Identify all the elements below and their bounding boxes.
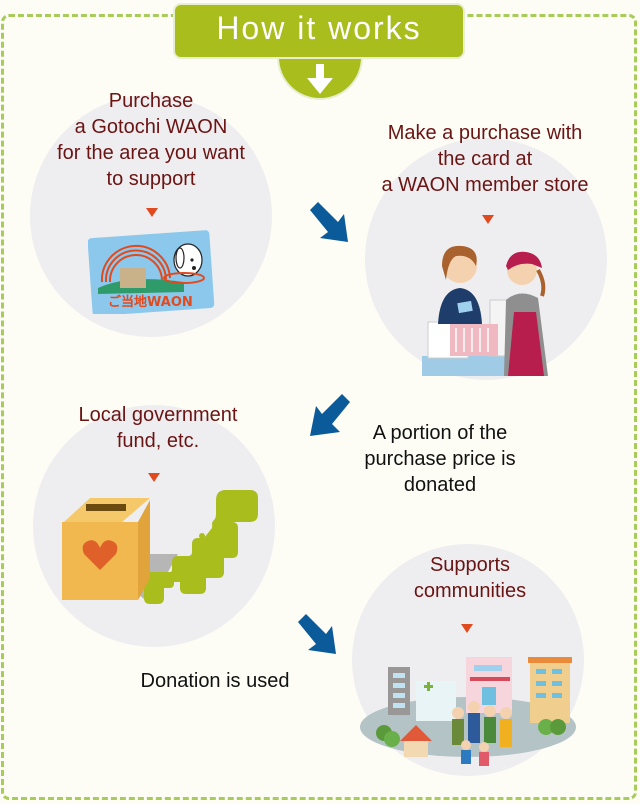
donation-note-line: purchase price is <box>364 448 516 470</box>
step-3-marker-icon <box>148 473 160 482</box>
arrow-down-right-icon <box>310 202 348 242</box>
store-checkout-illustration-icon <box>422 245 548 376</box>
step-4-line: communities <box>413 580 527 602</box>
community-town-illustration-icon <box>360 657 576 766</box>
arrow-down-left-icon <box>310 394 350 436</box>
arrow-down-icon <box>307 64 333 94</box>
step-2-line: Make a purchase with <box>387 122 583 144</box>
donation-note-line: donated <box>403 474 477 496</box>
svg-text:ご当地WAON: ご当地WAON <box>108 294 193 310</box>
step-1-title: Purchase a Gotochi WAON for the area you… <box>20 88 282 192</box>
page-title: How it works <box>216 10 422 46</box>
step-4-line: Supports <box>429 554 511 576</box>
step-1-marker-icon <box>146 208 158 217</box>
gotochi-waon-card-icon: ご当地WAON <box>88 230 215 314</box>
step-3-line: Local government <box>78 404 238 426</box>
donation-note: A portion of the purchase price is donat… <box>330 420 550 498</box>
step-2-title: Make a purchase with the card at a WAON … <box>340 120 630 198</box>
donation-note-line: A portion of the <box>372 422 508 444</box>
donation-used-label: Donation is used <box>140 670 290 692</box>
step-1-line: a Gotochi WAON <box>74 116 228 138</box>
step-1-line: to support <box>106 168 196 190</box>
donation-used-note: Donation is used <box>110 668 320 694</box>
donation-box-japan-map-icon <box>62 490 258 604</box>
step-3-line: fund, etc. <box>116 430 200 452</box>
step-2-marker-icon <box>482 215 494 224</box>
arrow-down-right-icon <box>298 614 336 654</box>
step-4-marker-icon <box>461 624 473 633</box>
step-2-line: a WAON member store <box>381 174 589 196</box>
step-1-line: Purchase <box>108 90 194 112</box>
header-badge <box>173 3 465 59</box>
step-1-line: for the area you want <box>57 142 245 164</box>
step-2-line: the card at <box>437 148 533 170</box>
step-4-title: Supports communities <box>360 552 580 604</box>
step-3-title: Local government fund, etc. <box>28 402 288 454</box>
